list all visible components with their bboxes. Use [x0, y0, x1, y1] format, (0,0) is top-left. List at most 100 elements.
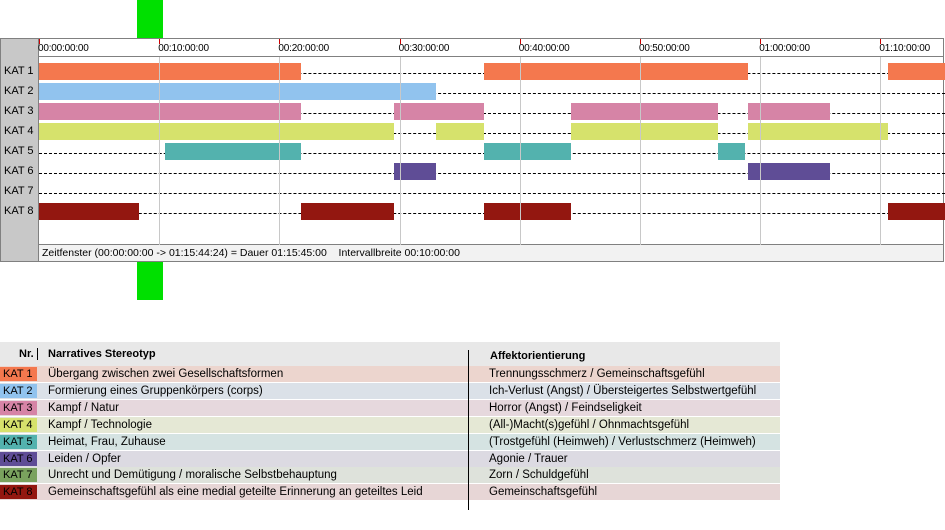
category-badge: KAT 8: [0, 485, 37, 500]
grid-line: [760, 57, 762, 245]
segment-bar-kat-1[interactable]: [483, 63, 749, 80]
ruler-tick-label: 01:10:00:00: [879, 43, 931, 54]
affect-text: Ich-Verlust (Angst) / Übersteigertes Sel…: [489, 384, 757, 397]
time-ruler[interactable]: 00:00:00:00 00:10:00:00 00:20:00:00 00:30:0…: [38, 39, 943, 57]
segment-bar-kat-4[interactable]: [39, 123, 394, 140]
playhead-marker-bottom[interactable]: [137, 262, 163, 300]
row-label-kat-3: KAT 3: [4, 105, 34, 117]
legend-row: KAT 6 Leiden / Opfer Agonie / Trauer: [0, 450, 780, 467]
grid-line: [399, 57, 401, 245]
affect-text: Gemeinschaftsgefühl: [489, 486, 598, 499]
legend-header: Nr. Narratives Stereotyp Affektorientier…: [0, 342, 780, 368]
category-badge: KAT 5: [0, 434, 37, 449]
category-badge: KAT 2: [0, 383, 37, 398]
ruler-tick: [640, 39, 641, 44]
category-badge: KAT 7: [0, 468, 37, 483]
status-window-text: Zeitfenster (00:00:00:00 -> 01:15:44:24)…: [42, 247, 327, 259]
header-stereotype: Narratives Stereotyp: [48, 348, 156, 360]
row-label-kat-8: KAT 8: [4, 205, 34, 217]
affect-text: Trennungsschmerz / Gemeinschaftsgefühl: [489, 368, 705, 380]
affect-text: (Trostgefühl (Heimweh) / Verlustschmerz …: [489, 435, 756, 448]
segment-bar-kat-3[interactable]: [393, 103, 484, 120]
stereotype-text: Heimat, Frau, Zuhause: [48, 435, 166, 448]
grid-line: [279, 57, 281, 245]
track-area[interactable]: [39, 57, 945, 245]
ruler-tick: [39, 39, 40, 44]
ruler-tick-label: 00:10:00:00: [158, 43, 209, 54]
stereotype-text: Leiden / Opfer: [48, 452, 121, 465]
affect-text: Agonie / Trauer: [489, 452, 568, 465]
segment-bar-kat-4[interactable]: [571, 123, 719, 140]
track-baseline: [39, 173, 945, 174]
stereotype-text: Kampf / Natur: [48, 401, 119, 414]
segment-bar-kat-8[interactable]: [301, 203, 394, 220]
grid-line: [159, 57, 161, 245]
segment-bar-kat-1[interactable]: [887, 63, 945, 80]
stereotype-text: Gemeinschaftsgefühl als eine medial gete…: [48, 486, 423, 499]
header-affect: Affektorientierung: [490, 350, 586, 362]
segment-bar-kat-4[interactable]: [435, 123, 484, 140]
row-label-kat-2: KAT 2: [4, 85, 34, 97]
track-baseline: [39, 93, 945, 94]
segment-bar-kat-3[interactable]: [748, 103, 830, 120]
ruler-tick: [279, 39, 281, 44]
ruler-tick-label: 00:20:00:00: [278, 43, 330, 54]
segment-bar-kat-3[interactable]: [39, 103, 302, 120]
ruler-tick-label: 00:00:00:00: [38, 43, 89, 54]
segment-bar-kat-8[interactable]: [887, 203, 945, 220]
row-label-kat-4: KAT 4: [4, 125, 34, 137]
row-label-kat-7: KAT 7: [4, 185, 34, 197]
category-badge: KAT 3: [0, 400, 37, 415]
segment-bar-kat-8[interactable]: [39, 203, 139, 220]
ruler-tick: [399, 39, 401, 44]
affect-text: Horror (Angst) / Feindseligkeit: [489, 401, 642, 414]
playhead-marker-top[interactable]: [137, 0, 163, 38]
category-badge: KAT 6: [0, 451, 37, 466]
legend-row: KAT 5 Heimat, Frau, Zuhause (Trostgefühl (…: [0, 433, 780, 450]
segment-bar-kat-2[interactable]: [39, 83, 436, 100]
segment-bar-kat-8[interactable]: [483, 203, 572, 220]
stereotype-text: Kampf / Technologie: [48, 418, 152, 431]
legend-row: KAT 7 Unrecht und Demütigung / moralische…: [0, 467, 780, 484]
track-baseline: [39, 133, 945, 134]
segment-bar-kat-1[interactable]: [39, 63, 302, 80]
status-interval-text: Intervallbreite 00:10:00:00: [338, 247, 460, 259]
header-nr: Nr.: [19, 348, 34, 360]
segment-bar-kat-3[interactable]: [571, 103, 719, 120]
status-bar: Zeitfenster (00:00:00:00 -> 01:15:44:24)…: [39, 244, 943, 261]
category-badge: KAT 4: [0, 417, 37, 432]
affect-text: (All-)Macht(s)gefühl / Ohnmachtsgefühl: [489, 418, 690, 431]
segment-bar-kat-5[interactable]: [718, 143, 745, 160]
segment-bar-kat-6[interactable]: [393, 163, 436, 180]
track-baseline: [39, 193, 945, 194]
track-baseline: [39, 113, 945, 114]
legend-column-divider: [468, 350, 469, 510]
ruler-tick: [880, 39, 882, 44]
grid-line: [519, 57, 521, 245]
legend-table: Nr. Narratives Stereotyp Affektorientier…: [0, 342, 780, 510]
ruler-tick: [519, 39, 521, 44]
legend-row: KAT 3 Kampf / Natur Horror (Angst) / Feind…: [0, 399, 780, 416]
legend-row: KAT 8 Gemeinschaftsgefühl als eine medial…: [0, 484, 780, 501]
category-badge: KAT 1: [0, 367, 37, 381]
ruler-tick: [760, 39, 762, 44]
ruler-tick-label: 00:50:00:00: [639, 43, 690, 54]
segment-bar-kat-5[interactable]: [165, 143, 302, 160]
grid-line: [640, 57, 641, 245]
grid-line: [880, 57, 882, 245]
segment-bar-kat-5[interactable]: [483, 143, 572, 160]
ruler-tick: [159, 39, 161, 44]
stereotype-text: Unrecht und Demütigung / moralische Selb…: [48, 469, 337, 482]
segment-bar-kat-4[interactable]: [748, 123, 888, 140]
segment-bar-kat-6[interactable]: [748, 163, 830, 180]
ruler-tick-label: 00:30:00:00: [398, 43, 450, 54]
ruler-tick-label: 00:40:00:00: [518, 43, 570, 54]
ruler-tick-label: 01:00:00:00: [759, 43, 810, 54]
legend-row: KAT 4 Kampf / Technologie (All-)Macht(s)ge…: [0, 416, 780, 433]
row-label-kat-1: KAT 1: [4, 65, 34, 77]
stereotype-text: Übergang zwischen zwei Gesellschaftsform…: [48, 368, 284, 380]
row-label-kat-6: KAT 6: [4, 165, 34, 177]
